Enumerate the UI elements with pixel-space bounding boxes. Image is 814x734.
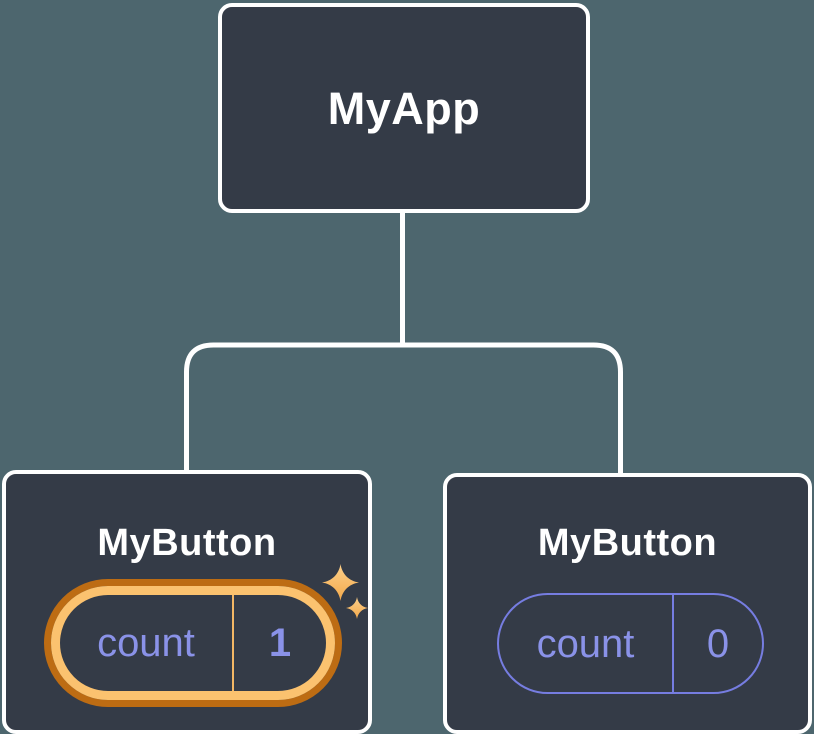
- state-pill: count 0: [497, 593, 764, 694]
- branch-bracket-line: [184, 342, 623, 480]
- state-pill-highlighted: count 1: [44, 579, 342, 707]
- state-value: 1: [268, 621, 292, 665]
- state-pill-inner-ring: count 1: [51, 586, 335, 700]
- pill-divider: [232, 595, 234, 691]
- root-node: MyApp: [218, 3, 590, 213]
- root-node-label: MyApp: [327, 82, 481, 134]
- child-node-updated: MyButton count 1: [2, 470, 372, 734]
- child-node-label: MyButton: [97, 522, 277, 564]
- sparkle-icon: [322, 564, 368, 619]
- state-value: 0: [706, 621, 730, 666]
- pill-divider: [672, 595, 674, 692]
- child-node-label: MyButton: [537, 522, 718, 564]
- sparkle-small: [346, 597, 368, 619]
- state-key-label: count: [97, 621, 195, 665]
- state-key-label: count: [536, 621, 635, 666]
- sparkle-large: [322, 564, 359, 601]
- child-node: MyButton count 0: [443, 473, 812, 734]
